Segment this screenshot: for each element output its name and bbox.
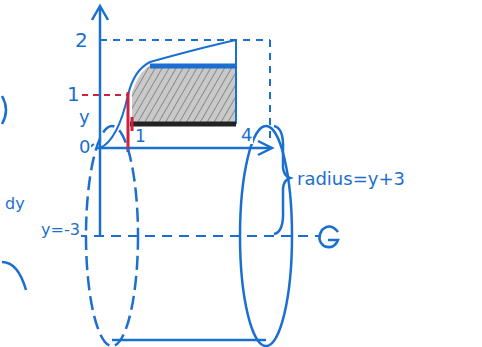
- arrowhead: [92, 6, 108, 20]
- label: 0: [78, 138, 91, 156]
- y-axis: [99, 8, 102, 235]
- axis-of-rotation: [60, 235, 320, 237]
- x-axis: [96, 147, 270, 150]
- shell-side: [112, 339, 266, 342]
- label: 1: [66, 84, 81, 104]
- guide-line: [269, 40, 271, 140]
- guide-line: [82, 94, 128, 96]
- shaded-region: [132, 66, 236, 124]
- shell-end: [86, 126, 138, 346]
- label: 2: [74, 30, 89, 50]
- rotation-symbol: [319, 226, 338, 247]
- partial-stroke: [2, 96, 6, 124]
- top-edge: [150, 64, 236, 69]
- label: radius=y+3: [296, 170, 406, 188]
- partial-stroke: [2, 262, 26, 290]
- label: y=-3: [40, 222, 81, 238]
- label: 1: [134, 128, 147, 145]
- line-x-1: [127, 92, 130, 152]
- label: dy: [4, 196, 26, 212]
- arrowhead: [258, 141, 272, 155]
- bracket: [274, 126, 290, 234]
- shell-end: [240, 126, 292, 346]
- strip: [130, 122, 236, 127]
- label: 4: [240, 126, 253, 144]
- guide-line: [100, 39, 270, 41]
- region-edge: [235, 40, 237, 124]
- label: y: [78, 108, 91, 126]
